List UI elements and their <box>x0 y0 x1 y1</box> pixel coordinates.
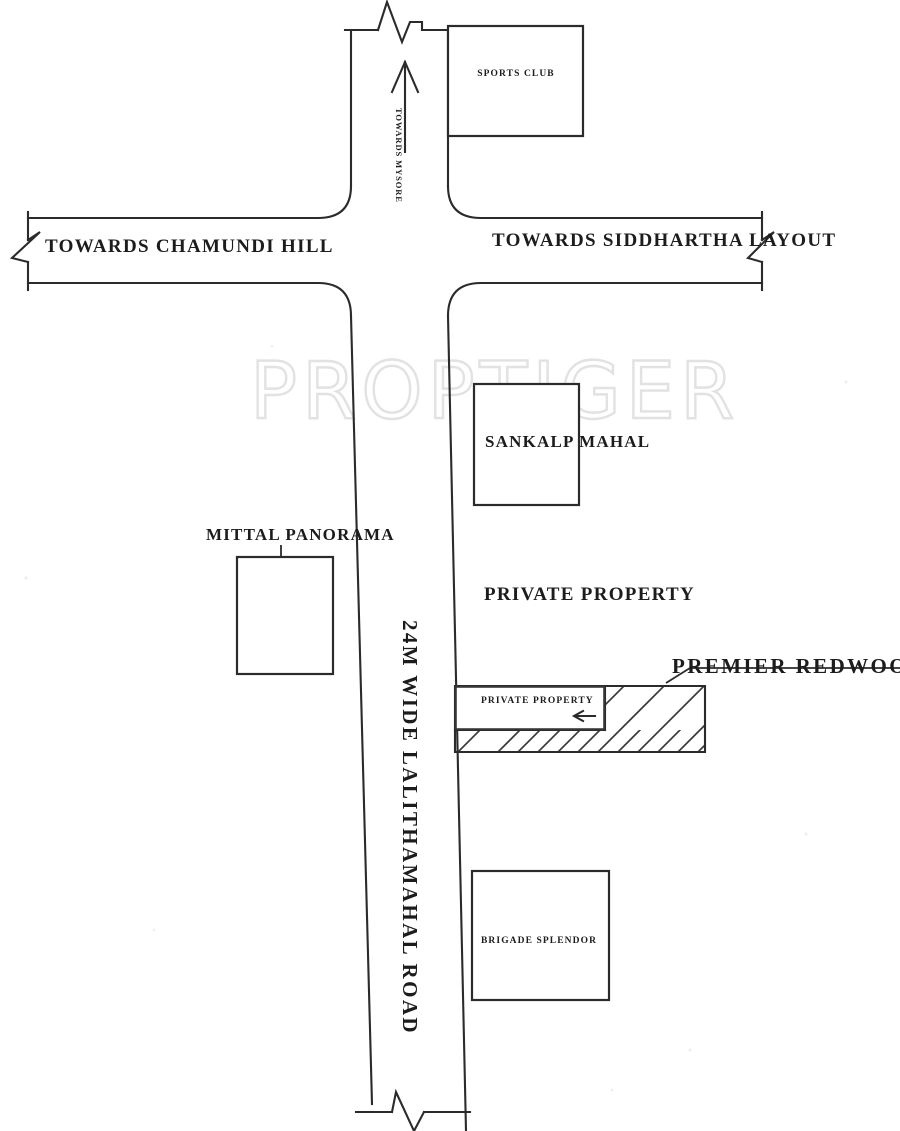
private-property-inset-label: PRIVATE PROPERTY <box>481 696 594 706</box>
road-chamundi-hill-arm: TOWARDS CHAMUNDI HILL <box>9 210 334 292</box>
road-label-lalithamahal: 24M WIDE LALITHAMAHAL ROAD <box>398 620 422 1035</box>
road-edge-left-lower <box>349 314 374 1106</box>
road-lalithamahal: TOWARDS MYSORE 24M WIDE LALITHAMAHAL ROA… <box>316 0 483 1131</box>
junction-fillet-top-right <box>446 184 483 220</box>
redwood-inset-mask <box>456 687 604 729</box>
redwood-hatch-lower <box>455 730 705 752</box>
landmark-brigade-splendor: BRIGADE SPLENDOR <box>470 869 611 1002</box>
sports-club-box <box>446 24 585 138</box>
junction-fillet-top-left <box>316 184 353 220</box>
break-symbol-top <box>376 0 424 45</box>
mittal-panorama-box <box>235 555 335 676</box>
scan-artifacts <box>24 344 848 1092</box>
plot-premier-redwood: PRIVATE PROPERTY PREMIER REDWOOD <box>453 654 900 754</box>
break-symbol-right <box>745 231 775 264</box>
premier-redwood-label: PREMIER REDWOOD <box>672 654 900 678</box>
break-symbol-bottom <box>390 1088 416 1131</box>
brigade-splendor-label: BRIGADE SPLENDOR <box>481 936 597 946</box>
landmark-sports-club: SPORTS CLUB <box>446 24 585 138</box>
sankalp-mahal-label: SANKALP MAHAL <box>485 432 650 451</box>
junction-fillet-bottom-right <box>446 281 483 318</box>
break-symbol-left <box>9 231 41 264</box>
landmark-sankalp-mahal: SANKALP MAHAL <box>472 382 650 507</box>
brigade-splendor-box <box>470 869 611 1002</box>
mittal-panorama-label: MITTAL PANORAMA <box>206 525 395 544</box>
private-property-open-label: PRIVATE PROPERTY <box>484 584 695 605</box>
junction-fillet-bottom-left <box>316 281 353 318</box>
break-symbol-bottom-tail <box>412 1110 426 1131</box>
redwood-inset-box <box>455 686 605 730</box>
road-label-towards-chamundi-hill: TOWARDS CHAMUNDI HILL <box>45 236 334 257</box>
road-siddhartha-layout-arm: TOWARDS SIDDHARTHA LAYOUT <box>479 210 836 292</box>
direction-arrow-mysore-head <box>390 59 420 94</box>
sports-club-label: SPORTS CLUB <box>477 69 555 79</box>
road-label-towards-mysore: TOWARDS MYSORE <box>394 108 404 203</box>
premier-redwood-leader <box>665 667 900 684</box>
landmark-mittal-panorama: MITTAL PANORAMA <box>206 525 395 676</box>
entry-arrow-head <box>571 709 585 723</box>
sankalp-mahal-box <box>472 382 581 507</box>
plot-private-property-open: PRIVATE PROPERTY <box>484 584 695 605</box>
road-label-towards-siddhartha-layout: TOWARDS SIDDHARTHA LAYOUT <box>492 230 836 251</box>
